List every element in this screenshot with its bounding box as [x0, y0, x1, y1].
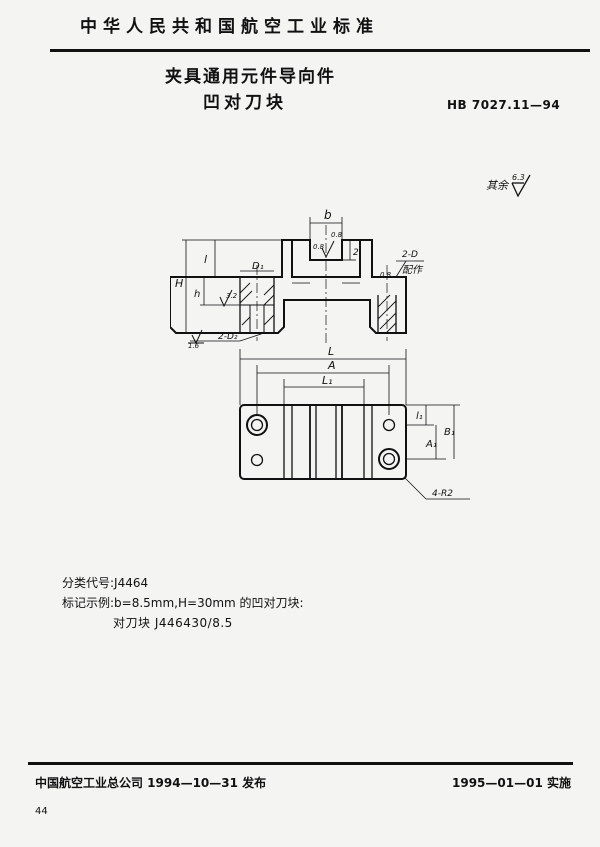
dim-H: H	[175, 277, 183, 290]
page-number: 44	[35, 806, 48, 817]
front-view: b H l h 2 D₁ 2-D 配作 2-D₂ 0.8 0.8 3.2 1.6…	[170, 208, 424, 350]
dim-D1: D₁	[252, 261, 264, 272]
doc-title-line1: 夹具通用元件导向件	[165, 67, 336, 87]
roughness-08-b: 0.8	[331, 231, 343, 239]
roughness-rest-value: 6.3	[512, 173, 525, 182]
marking-example: 标记示例:b=8.5mm,H=30mm 的凹对刀块:	[62, 596, 304, 610]
dim-A: A	[327, 359, 336, 372]
dim-h: h	[194, 289, 200, 300]
dim-L1: L₁	[322, 374, 333, 387]
note-pei-zuo: 配作	[402, 264, 424, 276]
dim-b: b	[324, 208, 332, 222]
dim-l1: l₁	[416, 411, 423, 422]
classification-code: 分类代号:J4464	[62, 576, 149, 590]
note-4-R2: 4-R2	[432, 489, 453, 499]
dim-B1: B₁	[444, 427, 455, 438]
dim-2: 2	[353, 248, 359, 258]
technical-drawing: 其余 6.3	[170, 173, 531, 500]
dim-A1: A₁	[425, 439, 437, 450]
roughness-08-a: 0.8	[313, 243, 325, 251]
roughness-rest-label: 其余	[486, 179, 510, 192]
roughness-16: 1.6	[188, 342, 200, 350]
standard-org-title: 中华人民共和国航空工业标准	[80, 17, 379, 37]
note-2-D: 2-D	[402, 250, 418, 260]
marking-sample: 对刀块 J446430/8.5	[113, 616, 233, 630]
roughness-symbol-icon	[511, 174, 531, 198]
dim-L: L	[328, 345, 334, 358]
footer-rule	[28, 762, 573, 765]
publisher-date: 中国航空工业总公司 1994—10—31 发布	[35, 776, 267, 790]
note-2-D2: 2-D₂	[218, 332, 238, 342]
header-rule	[50, 49, 590, 52]
dim-l: l	[204, 253, 207, 266]
roughness-32: 3.2	[226, 292, 238, 300]
effective-date: 1995—01—01 实施	[452, 776, 571, 790]
top-view: L A L₁ l₁ A₁ B₁ 4-R2	[239, 345, 470, 500]
standard-code: HB 7027.11—94	[447, 98, 561, 112]
roughness-08-c: 0.8	[380, 271, 392, 279]
doc-title-line2: 凹对刀块	[203, 93, 287, 113]
